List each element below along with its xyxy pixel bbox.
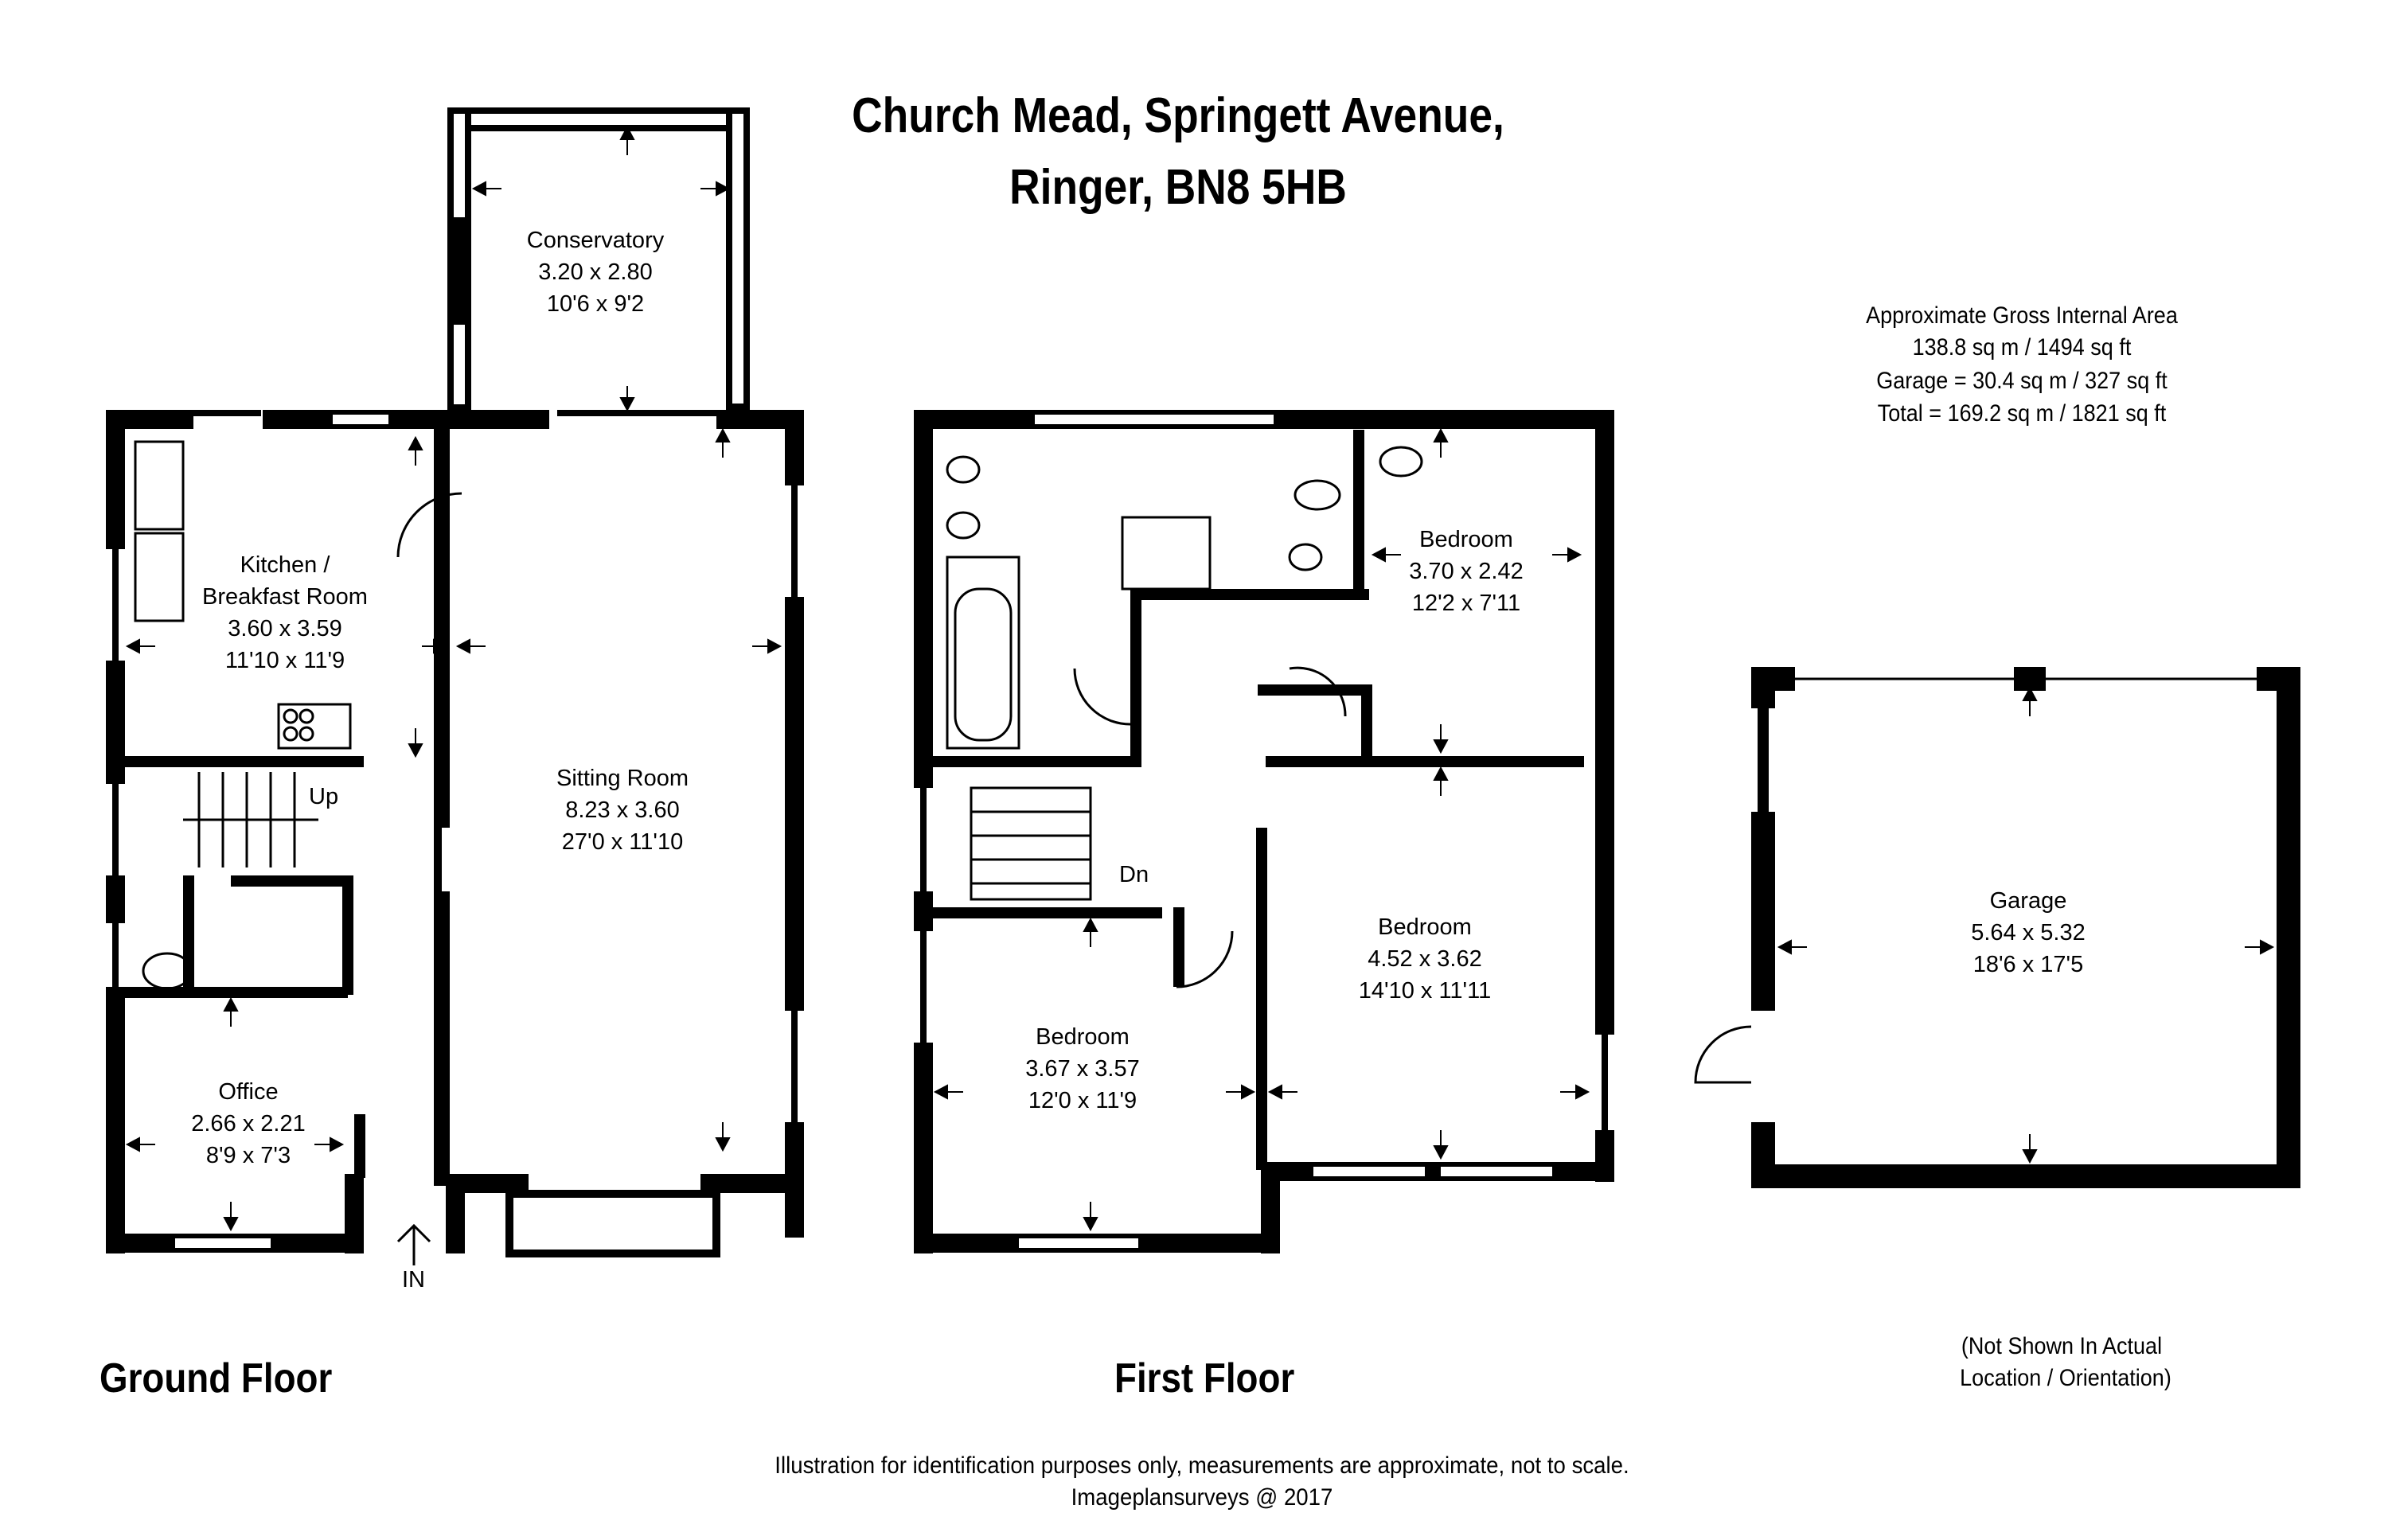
- room-imperial: 11'10 x 11'9: [224, 648, 345, 673]
- footer-disclaimer: Illustration for identification purposes…: [775, 1452, 1629, 1479]
- room-name: Office: [218, 1079, 279, 1105]
- footer-credit: Imageplansurveys @ 2017: [1071, 1484, 1333, 1511]
- room-imperial: 10'6 x 9'2: [546, 291, 645, 317]
- stairs-up-label: Up: [309, 784, 339, 809]
- area-main: 138.8 sq m / 1494 sq ft: [1912, 334, 2132, 361]
- dimension-arrows: [125, 125, 2275, 1265]
- room-imperial: 12'0 x 11'9: [1028, 1088, 1137, 1113]
- room-metric: 2.66 x 2.21: [191, 1111, 306, 1136]
- area-total: Total = 169.2 sq m / 1821 sq ft: [1877, 400, 2167, 427]
- room-name: Bedroom: [1419, 527, 1513, 552]
- first-floor-plan: [914, 410, 1614, 1253]
- entrance-label: IN: [402, 1267, 425, 1292]
- room-conservatory: Conservatory 3.20 x 2.80 10'6 x 9'2: [527, 224, 664, 320]
- garage-note-line2: Location / Orientation): [1960, 1365, 2171, 1391]
- area-garage: Garage = 30.4 sq m / 327 sq ft: [1876, 368, 2168, 394]
- room-metric: 3.67 x 3.57: [1025, 1056, 1140, 1082]
- garage-note-line1: (Not Shown In Actual: [1961, 1333, 2163, 1359]
- room-bedroom-mid: Bedroom 4.52 x 3.62 14'10 x 11'11: [1359, 911, 1491, 1007]
- room-name: Sitting Room: [556, 766, 689, 791]
- page-title-line1: Church Mead, Springett Avenue,: [852, 88, 1504, 143]
- room-bedroom-front: Bedroom 3.67 x 3.57 12'0 x 11'9: [1025, 1021, 1140, 1117]
- room-office: Office 2.66 x 2.21 8'9 x 7'3: [191, 1076, 306, 1172]
- room-metric: 8.23 x 3.60: [565, 797, 680, 823]
- room-name: Bedroom: [1036, 1024, 1130, 1050]
- room-imperial: 8'9 x 7'3: [205, 1143, 291, 1168]
- room-metric: 3.20 x 2.80: [538, 259, 653, 285]
- sitting-bay-window: [505, 1190, 720, 1257]
- room-metric: 5.64 x 5.32: [1971, 920, 2086, 945]
- room-imperial: 18'6 x 17'5: [1972, 952, 2084, 977]
- room-imperial: 12'2 x 7'11: [1411, 591, 1521, 616]
- stairs-down-label: Dn: [1119, 862, 1149, 887]
- room-metric: 3.60 x 3.59: [228, 616, 342, 641]
- garage-plan: [1694, 667, 2300, 1188]
- room-metric: 3.70 x 2.42: [1409, 559, 1524, 584]
- room-garage: Garage 5.64 x 5.32 18'6 x 17'5: [1971, 885, 2086, 981]
- ground-floor-plan: [106, 107, 804, 1257]
- room-name: Garage: [1989, 888, 2067, 914]
- room-sitting: Sitting Room 8.23 x 3.60 27'0 x 11'10: [556, 762, 689, 858]
- room-name-line2: Breakfast Room: [202, 584, 368, 610]
- area-heading: Approximate Gross Internal Area: [1866, 302, 2178, 329]
- first-floor-label: First Floor: [1114, 1355, 1295, 1402]
- room-kitchen: Kitchen / Breakfast Room 3.60 x 3.59 11'…: [202, 549, 368, 676]
- room-name: Bedroom: [1378, 914, 1472, 940]
- room-name: Conservatory: [526, 228, 665, 253]
- room-imperial: 27'0 x 11'10: [561, 829, 684, 855]
- room-bedroom-small: Bedroom 3.70 x 2.42 12'2 x 7'11: [1409, 524, 1524, 619]
- room-name-line1: Kitchen /: [240, 552, 330, 578]
- room-metric: 4.52 x 3.62: [1368, 946, 1482, 972]
- kitchen-wall: [125, 756, 364, 767]
- room-imperial: 14'10 x 11'11: [1358, 978, 1492, 1004]
- page-title-line2: Ringer, BN8 5HB: [1009, 160, 1347, 215]
- ground-floor-label: Ground Floor: [100, 1355, 333, 1402]
